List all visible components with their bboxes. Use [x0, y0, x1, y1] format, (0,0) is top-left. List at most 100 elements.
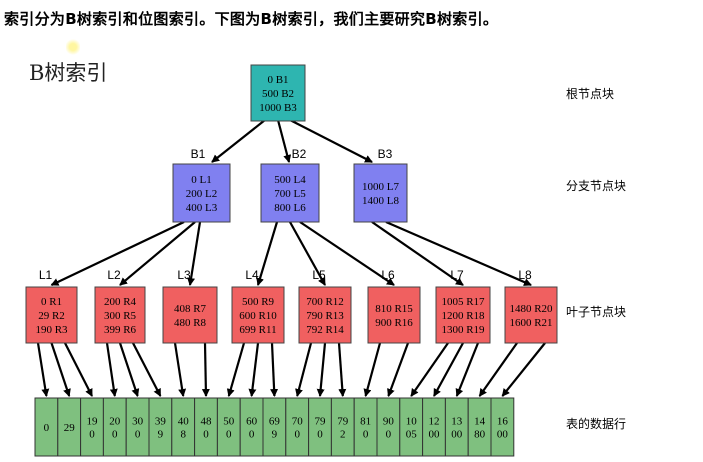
branch-node-b3-key: 1400 L8 [362, 195, 399, 207]
leaf-node-l2-key: 200 R4 [104, 296, 137, 308]
data-row-value: 29 [64, 422, 76, 434]
data-row-cell: 29 [57, 397, 82, 457]
data-row-value: 0 [294, 428, 300, 440]
leaf-node-l3: 408 R7 480 R8 [162, 286, 218, 344]
data-row-value: 60 [246, 415, 258, 427]
data-row-value: 79 [337, 415, 349, 427]
data-row-value: 30 [132, 415, 144, 427]
branch-node-b2-key: 700 L5 [274, 188, 306, 200]
data-row-value: 05 [406, 428, 418, 440]
data-row-value: 0 [203, 428, 209, 440]
data-row-value: 70 [292, 415, 304, 427]
data-row-value: 0 [44, 422, 50, 434]
leaf-node-l3-key: 408 R7 [174, 303, 207, 315]
data-row-cell: 1600 [490, 397, 515, 457]
root-node-key: 500 B2 [262, 88, 294, 100]
leaf-node-l2-key: 399 R6 [104, 324, 137, 336]
edge-l7-to-row [433, 342, 464, 397]
edge-b1-to-l3 [187, 221, 202, 286]
edge-l7-to-row [455, 342, 480, 397]
leaf-node-l3-box [162, 286, 218, 344]
edge-l1-to-row [50, 342, 71, 397]
branch-node-b3-box [353, 163, 408, 223]
branch-node-b1-box [172, 163, 231, 223]
branch-name-b3: B3 [378, 147, 393, 161]
data-row-cell: 300 [125, 397, 150, 457]
leaf-node-l6-key: 900 R16 [375, 317, 413, 329]
leaf-name-l7: L7 [450, 268, 464, 282]
edge-l8-to-row [478, 342, 518, 397]
leaf-node-l8-box [504, 286, 558, 344]
edge-l1-to-row [36, 342, 50, 397]
root-node-key: 1000 B3 [259, 102, 297, 114]
data-row-value: 10 [406, 415, 418, 427]
leaf-node-l5-key: 700 R12 [306, 296, 344, 308]
edge-l8-to-row [501, 342, 546, 397]
leaf-node-l4-key: 600 R10 [239, 310, 277, 322]
edge-root-to-b2 [276, 119, 292, 163]
leaf-name-l8: L8 [518, 268, 532, 282]
leaf-node-l3-key: 480 R8 [174, 317, 207, 329]
data-row-value: 0 [226, 428, 232, 440]
data-row-value: 50 [223, 415, 235, 427]
data-row-cell: 790 [308, 397, 332, 457]
data-row-cell: 1300 [444, 397, 469, 457]
branch-node-b2-key: 800 L6 [274, 202, 306, 214]
data-row-value: 14 [474, 415, 486, 427]
data-row-cell: 600 [239, 397, 264, 457]
branch-node-b2: 500 L4 700 L5 800 L6 [260, 163, 320, 223]
leaf-node-l6-box [367, 286, 421, 344]
branch-node-b2-box [260, 163, 320, 223]
edge-l2-to-row [105, 342, 118, 397]
level-label: 分支节点块 [566, 179, 626, 193]
edge-b2-to-l5 [289, 221, 326, 286]
data-row-cell: 500 [216, 397, 241, 457]
data-row-cell: 699 [262, 397, 287, 457]
leaf-name-l3: L3 [177, 268, 191, 282]
data-row-value: 0 [112, 428, 118, 440]
data-row-value: 80 [474, 428, 486, 440]
edge-l6-to-row [363, 342, 382, 397]
edge-l3-to-row [201, 342, 210, 397]
data-row-cell: 792 [330, 397, 355, 457]
edge-l1-to-row [64, 342, 93, 397]
data-row-cell: 810 [353, 397, 378, 457]
data-row-value: 0 [249, 428, 255, 440]
leaf-node-l1-key: 190 R3 [35, 324, 68, 336]
data-row-value: 0 [89, 428, 95, 440]
edge-l6-to-row [387, 342, 410, 397]
leaf-node-l7-key: 1005 R17 [441, 296, 485, 308]
data-row-value: 00 [497, 428, 509, 440]
data-row-cell: 1005 [399, 397, 424, 457]
branch-node-b1-key: 400 L3 [186, 202, 218, 214]
data-row-cell-box [490, 397, 515, 457]
leaf-node-l5-key: 790 R13 [306, 310, 344, 322]
leaf-node-l4-key: 699 R11 [239, 324, 276, 336]
data-row-value: 81 [360, 415, 371, 427]
slide-subtitle: B树索引 [29, 61, 108, 85]
edge-l7-to-row [410, 342, 449, 397]
leaf-node-l4-box [231, 286, 285, 344]
leaf-node-l7-box [435, 286, 491, 344]
data-row-value: 19 [87, 415, 99, 427]
leaf-name-l2: L2 [107, 268, 121, 282]
edge-b2-to-l6 [299, 221, 395, 286]
data-row-value: 39 [155, 415, 167, 427]
data-row-value: 0 [386, 428, 392, 440]
edge-l4-to-row [270, 342, 279, 397]
data-row-cell: 408 [171, 397, 196, 457]
branch-node-b2-key: 500 L4 [274, 174, 306, 186]
data-row-value: 13 [451, 415, 463, 427]
branch-node-b3-key: 1000 L7 [362, 181, 399, 193]
data-row-cell: 200 [102, 397, 127, 457]
edge-b1-to-l2 [119, 221, 196, 286]
leaf-node-l5-key: 792 R14 [306, 324, 344, 336]
leaf-node-l5-box [298, 286, 352, 344]
edge-l2-to-row [118, 342, 140, 397]
